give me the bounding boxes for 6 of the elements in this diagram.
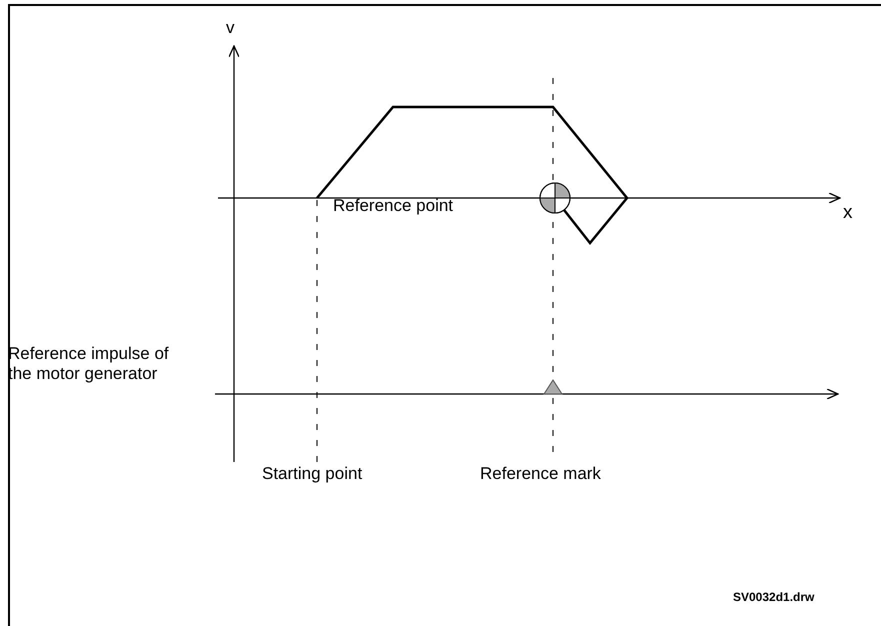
axis-label: Reference mark [480, 464, 601, 484]
axis-label: v [226, 18, 234, 38]
file-name: SV0032d1.drw [733, 590, 814, 604]
axis-label: x [843, 202, 852, 225]
axis-label: Starting point [262, 464, 362, 484]
axis-label: Reference point [333, 196, 454, 216]
